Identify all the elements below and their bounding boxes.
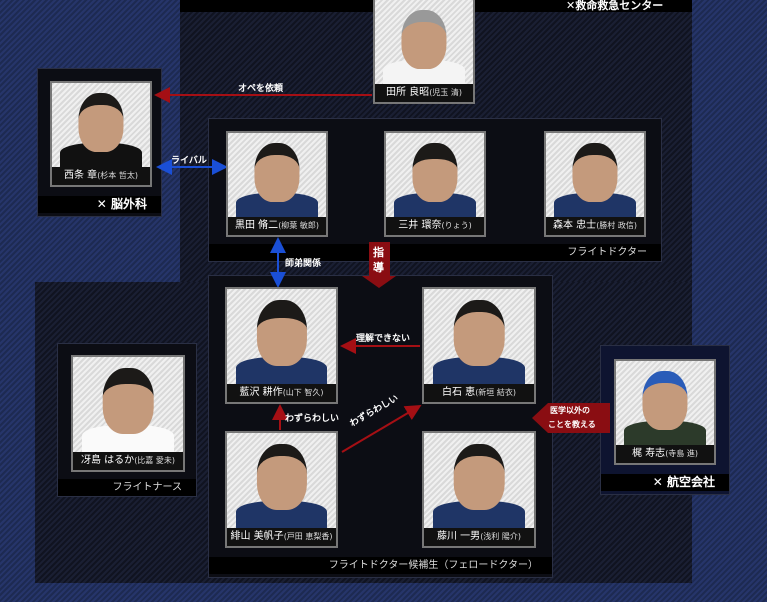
character-card-kuroda[interactable]: 黒田 脩二(柳葉 敏郎) — [226, 131, 328, 237]
flight-doctor-label: フライトドクター — [209, 244, 661, 261]
flight-nurse-label: フライトナース — [58, 479, 196, 496]
fellow-label: フライトドクター候補生（フェロードクター） — [209, 557, 552, 574]
x-mark-icon: ✕ — [652, 475, 667, 489]
teach-arrow — [532, 403, 610, 433]
er-center-title: ✕救命救急センター — [566, 0, 664, 12]
character-card-hiyama[interactable]: 緋山 美帆子(戸田 恵梨香) — [225, 431, 338, 548]
teach-label-1: 医学以外の — [550, 406, 590, 415]
teach-label-2: ことを教える — [548, 420, 596, 429]
character-card-mitsui[interactable]: 三井 環奈(りょう) — [384, 131, 486, 237]
guidance-arrow — [362, 242, 396, 288]
x-mark-icon: ✕ — [96, 197, 111, 211]
character-card-tadokoro[interactable]: 田所 良昭(児玉 清) — [373, 0, 475, 104]
character-card-fujikawa[interactable]: 藤川 一男(浅利 陽介) — [422, 431, 536, 548]
x-mark-icon: ✕ — [566, 0, 576, 12]
cannot-understand-label: 理解できない — [356, 334, 411, 344]
character-card-aizawa[interactable]: 藍沢 耕作(山下 智久) — [225, 287, 338, 404]
rival-label: ライバル — [171, 156, 207, 166]
character-card-saijo[interactable]: 西条 章(杉本 哲太) — [50, 81, 152, 187]
neurosurgery-label: 脳外科 — [110, 197, 147, 211]
mentor-label: 師弟関係 — [285, 259, 322, 269]
guidance-label-1: 指 — [373, 246, 384, 259]
character-card-morimoto[interactable]: 森本 忠士(勝村 政信) — [544, 131, 646, 237]
character-card-shiraishi[interactable]: 白石 恵(新垣 結衣) — [422, 287, 536, 404]
airline-label: 航空会社 — [666, 475, 715, 489]
character-card-saejima[interactable]: 冴島 はるか(比嘉 愛未) — [71, 355, 185, 472]
annoying-diagonal-arrow — [341, 404, 422, 453]
annoying-label-1: わずらわしい — [285, 414, 340, 424]
character-card-kaji[interactable]: 梶 寿志(寺島 進) — [614, 359, 716, 465]
guidance-label-2: 導 — [373, 261, 384, 274]
ope-label: オペを依頼 — [238, 84, 284, 94]
